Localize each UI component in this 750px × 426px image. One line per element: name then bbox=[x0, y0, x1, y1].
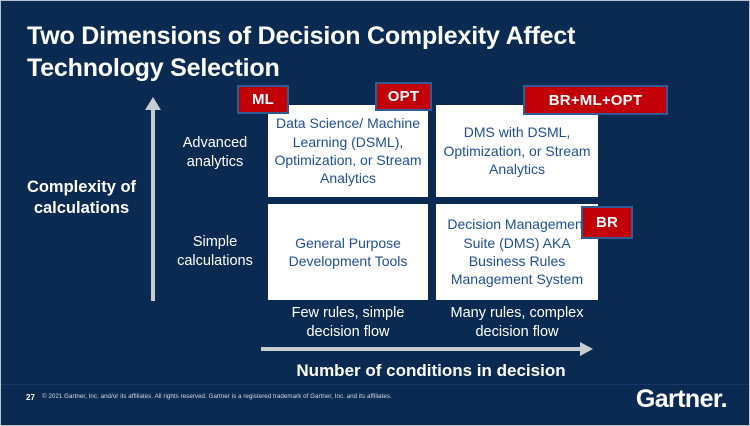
gartner-logo-text: Gartner bbox=[635, 385, 721, 413]
slide-number: 27 bbox=[26, 393, 35, 402]
y-axis-title: Complexity of calculations bbox=[26, 178, 137, 217]
quadrant-bottom-right: Decision Management Suite (DMS) AKA Busi… bbox=[436, 204, 598, 300]
x-axis-tick-few-rules: Few rules, simple decision flow bbox=[291, 305, 405, 340]
x-axis-tick-many-rules: Many rules, complex decision flow bbox=[450, 305, 584, 340]
y-axis-tick-advanced: Advanced analytics bbox=[182, 135, 248, 170]
gartner-logo: Gartner. bbox=[635, 385, 728, 414]
gartner-logo-dot: . bbox=[720, 385, 728, 413]
quadrant-top-left: Data Science/ Machine Learning (DSML), O… bbox=[268, 105, 428, 197]
x-axis-title: Number of conditions in decision bbox=[296, 361, 566, 380]
y-axis-tick-simple: Simple calculations bbox=[177, 234, 253, 269]
arrow-up-icon bbox=[145, 97, 161, 301]
arrow-right-icon bbox=[261, 342, 593, 356]
arrow-up-head bbox=[145, 97, 161, 110]
arrow-up-shaft bbox=[151, 107, 155, 301]
badge-ml: ML bbox=[237, 85, 289, 114]
page-title: Two Dimensions of Decision Complexity Af… bbox=[27, 22, 576, 82]
quadrant-bottom-left: General Purpose Development Tools bbox=[268, 204, 428, 300]
arrow-right-shaft bbox=[261, 347, 581, 351]
badge-br-ml-opt: BR+ML+OPT bbox=[523, 85, 668, 115]
copyright-text: © 2021 Gartner, Inc. and/or its affiliat… bbox=[42, 393, 392, 400]
badge-br: BR bbox=[581, 206, 633, 239]
quadrant-top-right: DMS with DSML, Optimization, or Stream A… bbox=[436, 105, 598, 197]
badge-opt: OPT bbox=[375, 82, 432, 111]
arrow-right-head bbox=[580, 342, 593, 356]
footer-divider bbox=[1, 384, 749, 385]
